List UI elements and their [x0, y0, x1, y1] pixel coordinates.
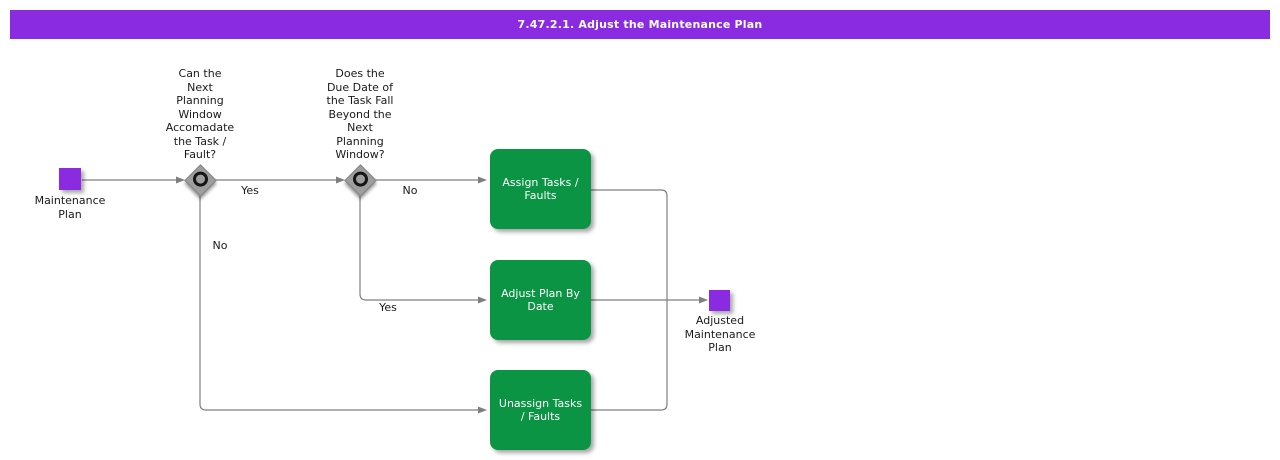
edge-label-d1-yes: Yes	[241, 184, 259, 197]
task-adjust-plan-by-date[interactable]: Adjust Plan By Date	[490, 260, 591, 340]
arrowhead-icon	[176, 176, 185, 184]
gateway-circle-icon	[349, 168, 372, 190]
decision2-question: Does the Due Date of the Task Fall Beyon…	[326, 67, 394, 161]
title-bar: 7.47.2.1. Adjust the Maintenance Plan	[10, 10, 1270, 39]
task-unassign-tasks-faults[interactable]: Unassign Tasks / Faults	[490, 370, 591, 450]
gateway-circle-icon	[189, 168, 212, 190]
edge-decision1-yes-to-decision2	[215, 176, 345, 184]
edge-label-d1-no: No	[212, 239, 228, 252]
start-event-maintenance-plan	[59, 168, 81, 190]
edge-start-to-decision1	[82, 176, 185, 184]
end-event-label: Adjusted Maintenance Plan	[684, 314, 756, 354]
arrowhead-icon	[478, 296, 487, 304]
task-assign-tasks-faults[interactable]: Assign Tasks / Faults	[490, 149, 591, 229]
edge-unassign-to-junction	[591, 300, 668, 411]
arrowhead-icon	[478, 176, 487, 184]
arrowhead-icon	[478, 406, 487, 414]
edge-decision2-no-to-assign	[376, 176, 487, 184]
edge-assign-to-junction	[591, 189, 668, 300]
edge-decision2-yes-to-adjust	[359, 195, 487, 304]
diagram-title: 7.47.2.1. Adjust the Maintenance Plan	[517, 18, 763, 31]
arrowhead-icon	[336, 176, 345, 184]
edge-adjust-to-end	[591, 296, 708, 304]
start-event-label: Maintenance Plan	[34, 194, 106, 221]
edge-decision1-no-to-unassign	[199, 195, 487, 414]
end-event-adjusted-maintenance-plan	[709, 290, 730, 311]
edge-label-d2-yes: Yes	[379, 301, 397, 314]
decision1-question: Can the Next Planning Window Accomadate …	[165, 67, 235, 161]
edge-label-d2-no: No	[402, 184, 418, 197]
arrowhead-icon	[699, 296, 708, 304]
